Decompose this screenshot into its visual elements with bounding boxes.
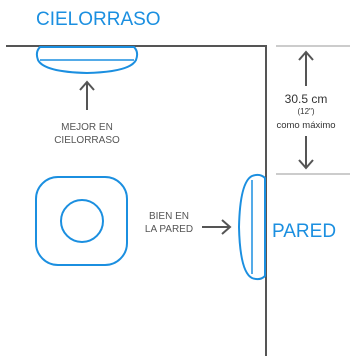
dimension-arrow-down-icon [298, 136, 314, 170]
wall-title: PARED [272, 221, 336, 242]
arrow-up-icon [79, 80, 95, 110]
best-label-line2: CIELORRASO [54, 135, 120, 146]
distance-inches: (12") [297, 107, 314, 116]
good-label-line2: LA PARED [145, 224, 193, 235]
ceiling-title: CIELORRASO [36, 9, 161, 30]
wall-detector-icon [237, 173, 266, 281]
dimension-arrow-up-icon [298, 50, 314, 86]
distance-value: 30.5 cm [285, 92, 328, 106]
arrow-right-icon [202, 219, 232, 235]
distance-note: como máximo [276, 120, 335, 131]
ceiling-detector-icon [35, 46, 139, 75]
best-label-line1: MEJOR EN [61, 122, 113, 133]
front-detector-icon [35, 176, 128, 266]
good-label-line1: BIEN EN [149, 211, 189, 222]
